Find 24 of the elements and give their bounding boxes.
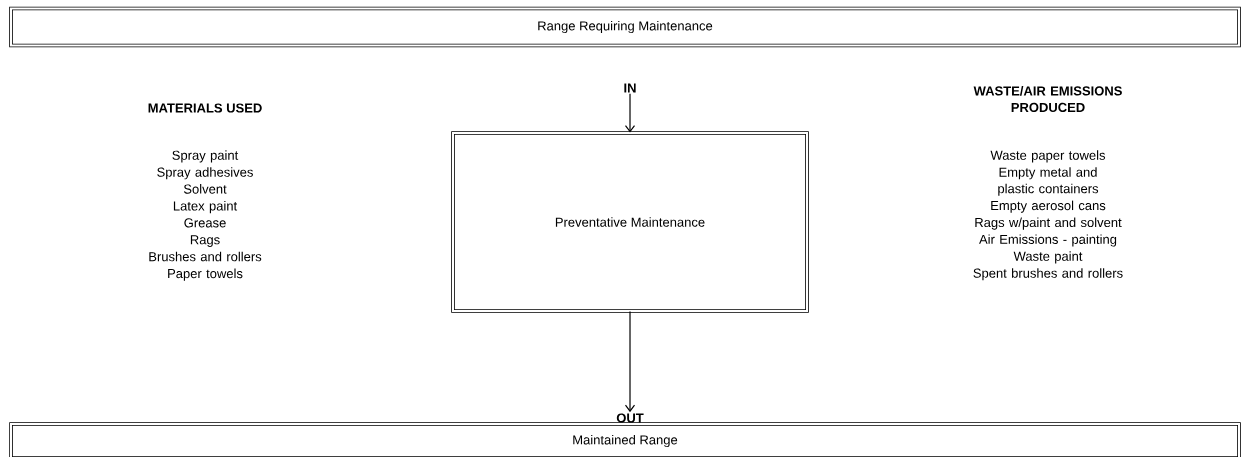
list-item: Rags — [190, 235, 220, 247]
list-item: Empty metal and plastic containers — [998, 167, 1099, 196]
input-band: Range Requiring Maintenance — [9, 6, 1241, 48]
list-item: Spray paint — [172, 150, 239, 163]
list-item: Latex paint — [173, 201, 238, 214]
list-item: Spray adhesives — [157, 167, 253, 180]
list-item: Air Emissions - painting — [979, 234, 1117, 247]
flow-label: OUT — [616, 413, 644, 423]
arrow — [624, 93, 636, 133]
list-item: Waste paint — [1013, 251, 1083, 264]
column-heading: WASTE/AIR EMISSIONS PRODUCED — [973, 85, 1122, 112]
column-heading: MATERIALS USED — [148, 103, 262, 113]
flow-label: IN — [624, 83, 636, 93]
list-item: Spent brushes and rollers — [973, 268, 1123, 281]
list-item: Paper towels — [168, 268, 243, 281]
list-item: Waste paper towels — [990, 150, 1106, 163]
arrow — [624, 310, 636, 413]
output-band: Maintained Range — [9, 422, 1241, 457]
list-item: Grease — [184, 218, 226, 228]
list-item: Solvent — [183, 184, 227, 194]
process-box: Preventative Maintenance — [451, 131, 809, 313]
list-item: Rags w/paint and solvent — [975, 217, 1122, 230]
list-item: Empty aerosol cans — [991, 200, 1106, 213]
list-item: Brushes and rollers — [149, 251, 262, 262]
